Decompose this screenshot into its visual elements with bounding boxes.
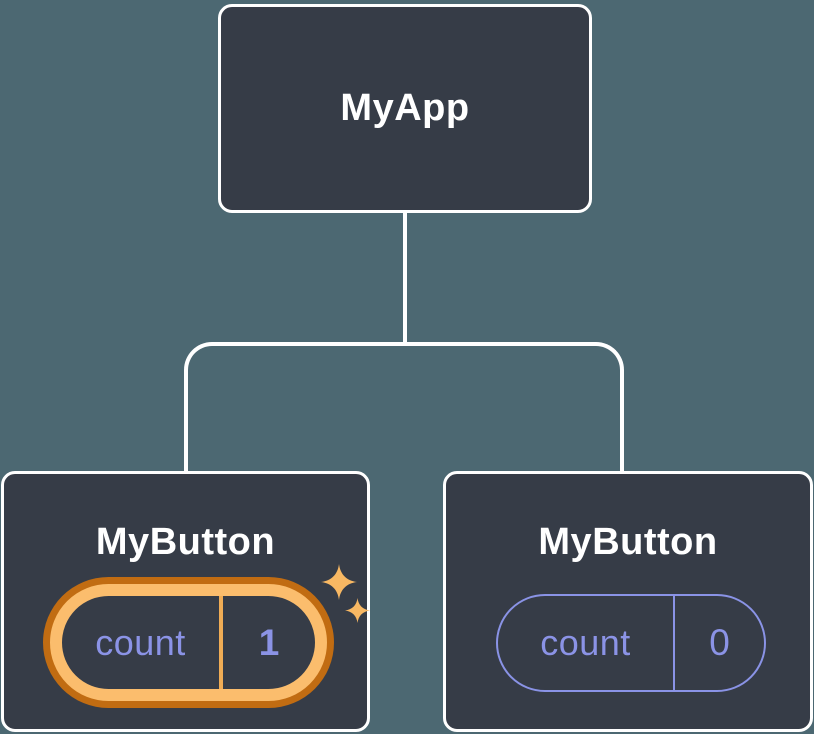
state-key-label: count (95, 621, 186, 663)
state-pill-plain: count 0 (496, 594, 766, 692)
state-pill-highlighted: count 1 (43, 577, 334, 708)
state-value: 0 (709, 622, 730, 663)
state-pill-divider (219, 596, 223, 689)
sparkle-icon-small (345, 598, 370, 623)
node-title-mybutton-right: MyButton (538, 521, 718, 563)
state-pill-divider (673, 596, 675, 690)
node-title-myapp: MyApp (340, 87, 470, 129)
node-mybutton-plain: MyButton count 0 (443, 471, 813, 732)
sparkle-icon-large (321, 564, 357, 600)
state-value: 1 (258, 621, 280, 663)
tree-connector-branch (184, 342, 624, 474)
node-mybutton-highlighted: MyButton count 1 (1, 471, 370, 732)
state-key-label: count (540, 622, 631, 663)
node-myapp: MyApp (218, 4, 592, 213)
node-title-mybutton-left: MyButton (95, 521, 276, 563)
tree-connector-stem (403, 210, 407, 346)
